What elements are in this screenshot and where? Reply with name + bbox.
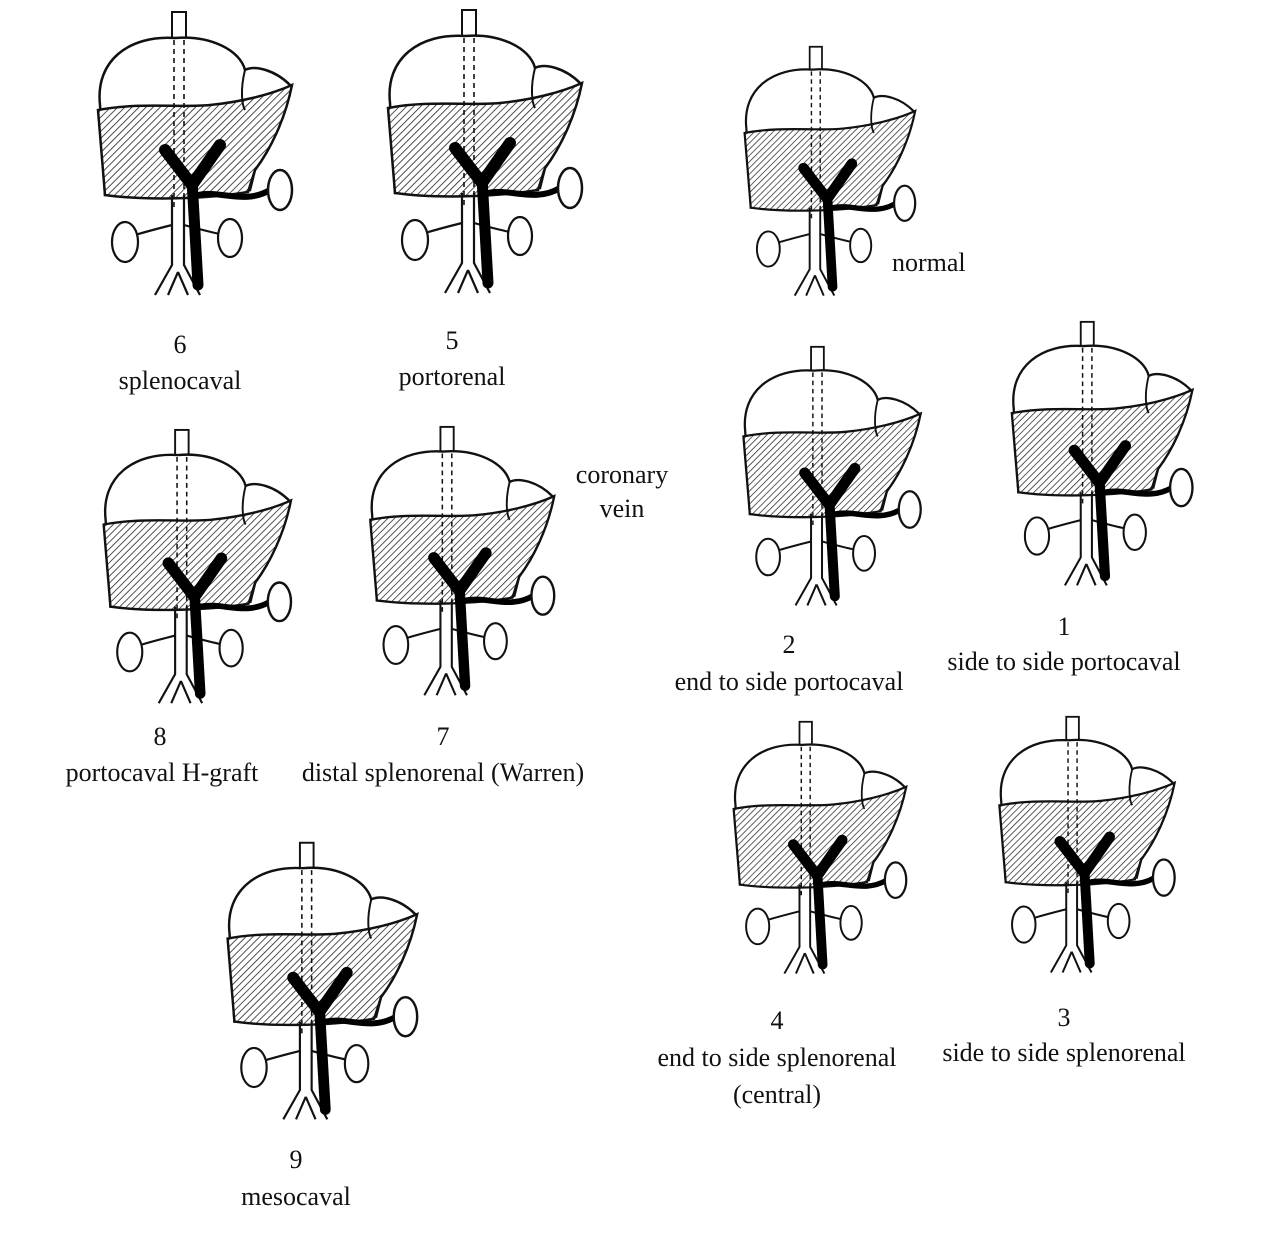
panel-number: 3	[1057, 1003, 1071, 1032]
panel-label: end to side portocaval	[674, 667, 904, 696]
panel-label: side to side splenorenal	[942, 1038, 1186, 1067]
diagram-portorenal	[370, 8, 590, 298]
diagram-side-to-side-splenorenal	[975, 715, 1190, 977]
panel-label: mesocaval	[241, 1182, 351, 1211]
annotation-vein: vein	[599, 494, 645, 523]
diagram-distal-splenorenal	[350, 425, 565, 700]
diagram-mesocaval	[210, 830, 425, 1135]
diagram-end-to-side-splenorenal	[708, 720, 923, 978]
panel-label: portorenal	[398, 362, 506, 391]
panel-label: normal	[892, 248, 966, 277]
diagram-splenocaval	[80, 10, 300, 300]
panel-number: 9	[289, 1145, 303, 1174]
panel-label: side to side portocaval	[947, 647, 1181, 676]
panel-number: 4	[770, 1006, 784, 1035]
panel-number: 1	[1057, 612, 1071, 641]
panel-label: end to side splenorenal	[657, 1043, 897, 1072]
panel-label: splenocaval	[118, 366, 242, 395]
diagram-portocaval-h-graft	[85, 428, 300, 708]
panel-number: 5	[445, 326, 459, 355]
annotation-coronary: coronary	[575, 460, 669, 489]
panel-number: 6	[173, 330, 187, 359]
diagram-end-to-side-portocaval	[720, 345, 935, 610]
panel-number: 7	[436, 722, 450, 751]
panel-number: 2	[782, 630, 796, 659]
panel-label: portocaval H-graft	[65, 758, 259, 787]
panel-label-sub: (central)	[732, 1080, 822, 1109]
diagram-side-to-side-portocaval	[990, 320, 1205, 590]
panel-label: distal splenorenal (Warren)	[301, 758, 585, 787]
panel-number: 8	[153, 722, 167, 751]
